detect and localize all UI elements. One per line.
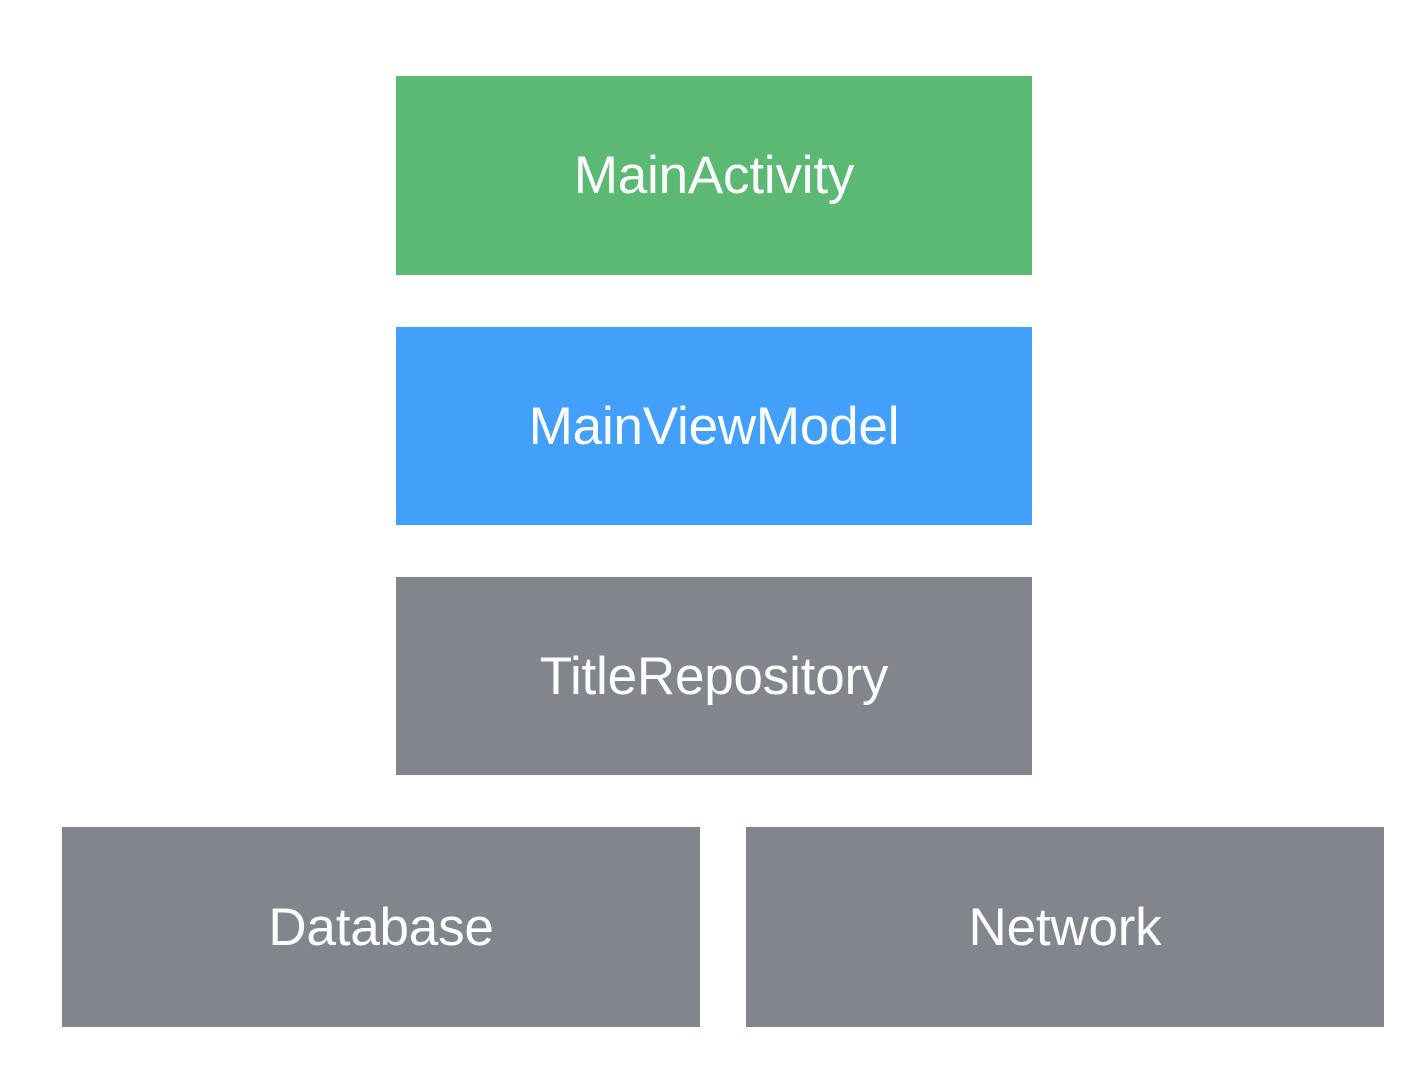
node-network-label: Network [968,897,1162,957]
node-network[interactable]: Network [746,827,1384,1027]
node-database-label: Database [268,897,494,957]
node-title-repository[interactable]: TitleRepository [396,577,1032,775]
node-main-activity[interactable]: MainActivity [396,76,1032,275]
node-main-view-model[interactable]: MainViewModel [396,327,1032,525]
node-main-view-model-label: MainViewModel [528,396,900,456]
node-title-repository-label: TitleRepository [539,646,889,706]
node-database[interactable]: Database [62,827,700,1027]
node-main-activity-label: MainActivity [573,146,855,205]
